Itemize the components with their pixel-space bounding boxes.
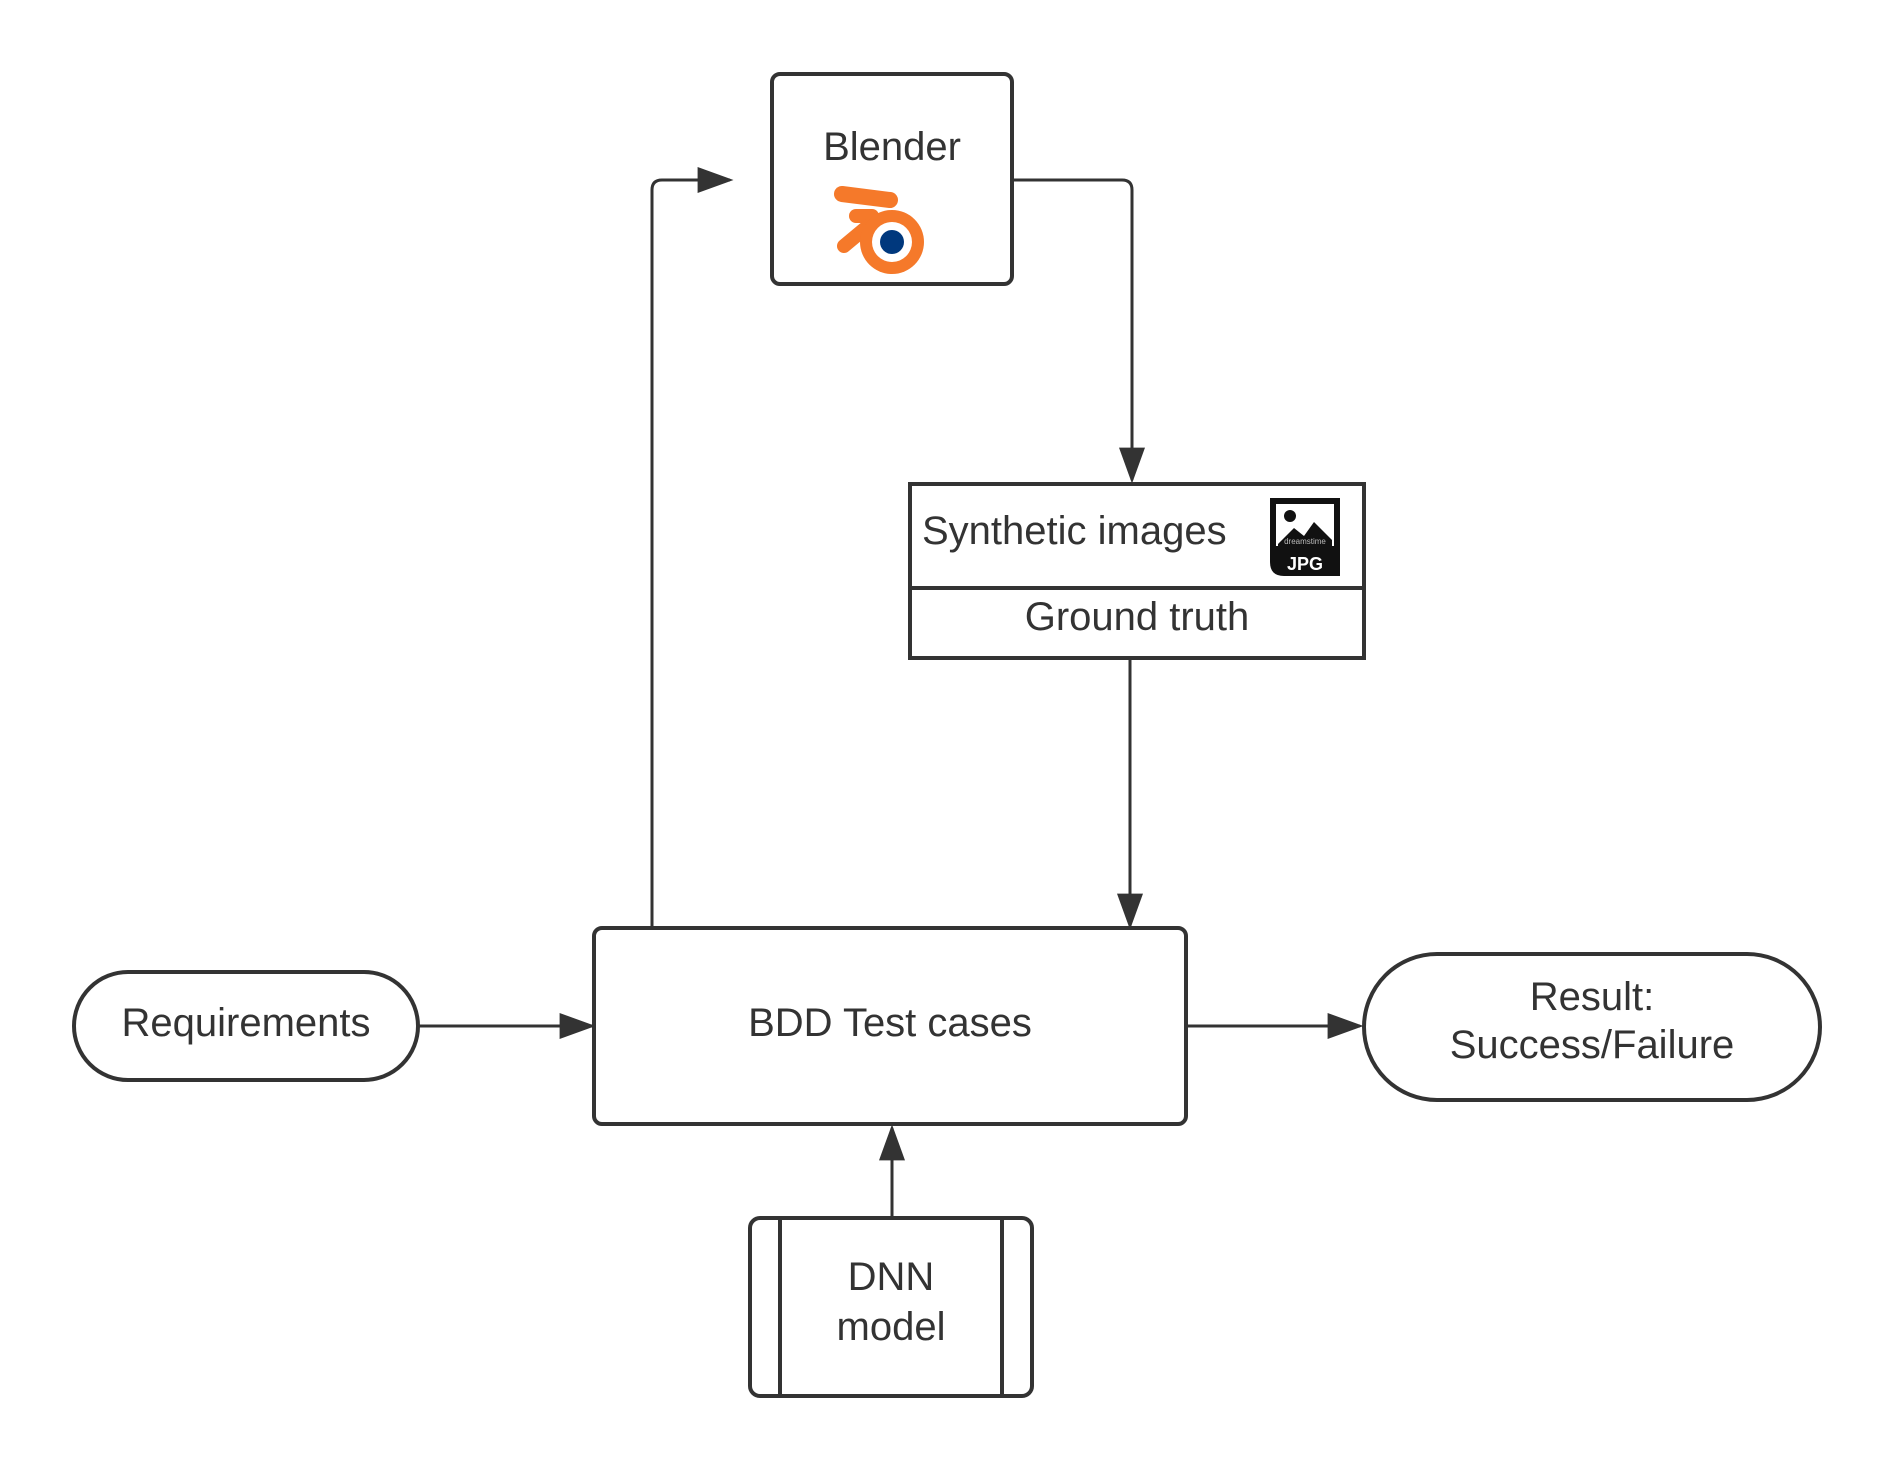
connectors — [418, 167, 1364, 1216]
node-bdd-test-cases: BDD Test cases — [592, 926, 1188, 1126]
node-result-label-line1: Result: — [1530, 975, 1655, 1019]
node-requirements: Requirements — [72, 970, 420, 1082]
node-result-label-line2: Success/Failure — [1450, 1023, 1735, 1067]
node-dnn-label-line2: model — [837, 1305, 946, 1349]
jpg-image-icon: dreamstime JPG — [1270, 498, 1340, 576]
node-requirements-label: Requirements — [121, 1001, 370, 1045]
node-blender-label: Blender — [823, 125, 961, 169]
node-dnn-box — [748, 1216, 1034, 1398]
node-result: Result: Success/Failure — [1362, 952, 1822, 1102]
jpg-icon-watermark: dreamstime — [1284, 537, 1326, 546]
node-result-box — [1362, 952, 1822, 1102]
edge-blender-to-synthetic — [1012, 178, 1145, 484]
node-bdd-label: BDD Test cases — [748, 1001, 1032, 1045]
node-synthetic-label: Synthetic images — [922, 509, 1227, 553]
node-blender: Blender — [770, 72, 1014, 286]
node-requirements-box — [72, 970, 420, 1082]
blender-logo-icon — [834, 186, 924, 274]
node-blender-box — [770, 72, 1014, 286]
edge-bdd-to-blender — [650, 167, 734, 928]
jpg-icon-badge-text: JPG — [1287, 554, 1323, 574]
node-dnn-label-line1: DNN — [848, 1255, 935, 1299]
node-ground-truth-label: Ground truth — [1025, 595, 1250, 639]
node-bdd-box — [592, 926, 1188, 1126]
node-synthetic-images: Synthetic images Ground truth dreamstime… — [908, 482, 1366, 660]
node-dnn-model: DNN model — [748, 1216, 1034, 1398]
